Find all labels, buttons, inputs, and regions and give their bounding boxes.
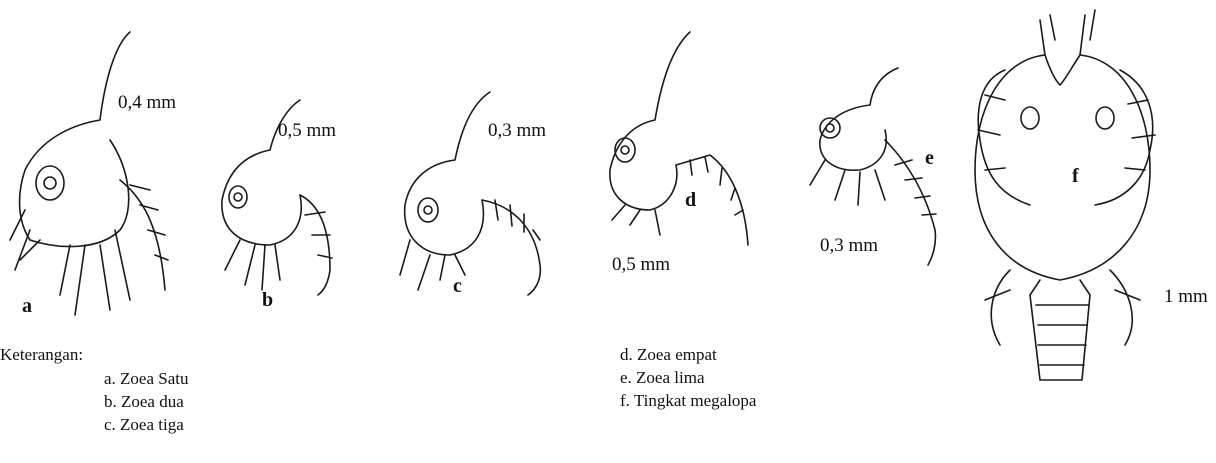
legend-item-d: d. Zoea empat [620, 344, 717, 365]
stage-letter-a: a [22, 296, 32, 316]
legend-heading: Keterangan: [0, 344, 83, 365]
legend-item-c: c. Zoea tiga [104, 414, 184, 435]
stage-letter-c: c [453, 276, 462, 296]
stage-letter-e: e [925, 148, 934, 168]
megalopa-drawing [975, 10, 1155, 380]
stage-letter-f: f [1072, 166, 1079, 186]
size-label-e: 0,3 mm [820, 236, 878, 255]
size-label-a: 0,4 mm [118, 93, 176, 112]
stage-letter-b: b [262, 290, 273, 310]
size-label-f: 1 mm [1164, 287, 1208, 306]
stage-letter-d: d [685, 190, 696, 210]
size-label-c: 0,3 mm [488, 121, 546, 140]
legend-item-e: e. Zoea lima [620, 367, 705, 388]
size-label-d: 0,5 mm [612, 255, 670, 274]
size-label-b: 0,5 mm [278, 121, 336, 140]
legend-item-a: a. Zoea Satu [104, 368, 189, 389]
zoea-empat-drawing [610, 32, 748, 245]
legend-item-b: b. Zoea dua [104, 391, 184, 412]
legend-item-f: f. Tingkat megalopa [620, 390, 756, 411]
zoea-satu-drawing [10, 32, 168, 315]
